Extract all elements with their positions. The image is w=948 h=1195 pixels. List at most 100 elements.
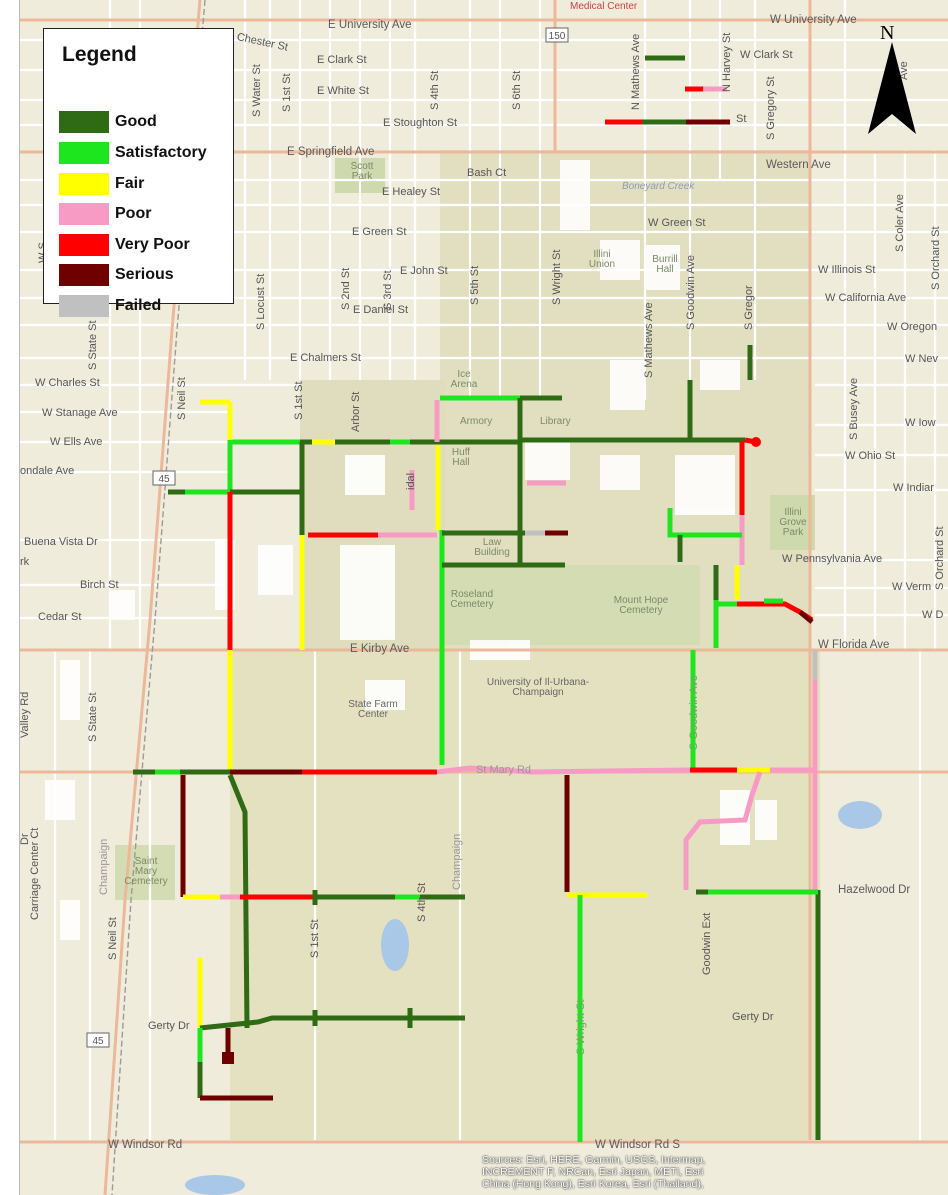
label-illini-grove-park: Illini Grove Park xyxy=(779,507,807,538)
label-library: Library xyxy=(540,416,571,427)
label-s-4th-st-n: S 4th St xyxy=(429,70,441,110)
buildings xyxy=(45,160,777,940)
label-s-water-st: S Water St xyxy=(251,64,263,117)
white-margin xyxy=(0,0,19,1195)
label-w-green-st: W Green St xyxy=(648,217,706,229)
label-w-california-ave: W California Ave xyxy=(825,292,907,304)
label-cedar-st: Cedar St xyxy=(38,611,82,623)
label-birch-st: Birch St xyxy=(80,579,119,591)
label-s-1st-st: S 1st St xyxy=(293,381,305,420)
segment-serious-block[interactable] xyxy=(222,1052,234,1064)
svg-text:150: 150 xyxy=(549,31,566,42)
label-arbor-st: Arbor St xyxy=(350,391,362,432)
label-e-kirby-ave: E Kirby Ave xyxy=(350,643,410,655)
legend-title: Legend xyxy=(62,43,137,66)
attribution-line-2: INCREMENT P, NRCan, Esri Japan, METI, Es… xyxy=(482,1166,704,1178)
segment-good[interactable] xyxy=(199,1015,465,1031)
legend-swatch-poor xyxy=(59,203,109,225)
label-s-goodwin-ave: S Goodwin Ave xyxy=(685,254,697,330)
label-saint-mary-cemetery: Saint Mary Cemetery xyxy=(124,856,168,887)
label-w-ells-ave: W Ells Ave xyxy=(50,436,103,448)
label-s-4th-st-s: S 4th St xyxy=(416,882,428,922)
north-label: N xyxy=(880,22,895,44)
label-s-neil-st: S Neil St xyxy=(176,377,188,420)
map-attribution: Sources: Esri, HERE, Garmin, USGS, Inter… xyxy=(482,1154,705,1190)
label-medical-center: Medical Center xyxy=(570,1,638,12)
legend-swatch-fair xyxy=(59,173,109,195)
legend-swatch-very-poor xyxy=(59,234,109,256)
label-n-harvey-st: N Harvey St xyxy=(721,32,733,92)
legend-item-failed: Failed xyxy=(59,294,161,318)
svg-text:45: 45 xyxy=(158,474,170,485)
label-w-windsor-rd-s: W Windsor Rd S xyxy=(595,1139,680,1151)
label-scott-park: Scott Park xyxy=(350,161,374,182)
label-state-farm-center: State Farm Center xyxy=(348,699,398,720)
label-s-6th-st-n: S 6th St xyxy=(511,70,523,110)
label-s-busey-ave: S Busey Ave xyxy=(848,377,860,440)
label-w-charles-st: W Charles St xyxy=(35,377,100,389)
legend-item-fair: Fair xyxy=(59,172,144,196)
label-buena-vista-dr: Buena Vista Dr xyxy=(24,536,98,548)
label-w-illinois-st: W Illinois St xyxy=(818,264,876,276)
pond-2 xyxy=(838,801,882,829)
label-s-coler-ave: S Coler Ave xyxy=(894,194,906,252)
label-s-mathews-ave: S Mathews Ave xyxy=(643,302,655,378)
label-ice-arena: Ice Arena xyxy=(450,369,478,390)
label-e-stoughton-st: E Stoughton St xyxy=(383,117,457,129)
label-valley-rd: Valley Rd xyxy=(19,691,31,738)
label-s-wright-st-s: S Wright St xyxy=(575,999,587,1055)
label-s-goodwin-ave-s: S Goodwin Ave xyxy=(688,674,700,750)
label-w-d: W D xyxy=(922,609,944,621)
label-mount-hope-cemetery: Mount Hope Cemetery xyxy=(613,595,669,616)
label-champaign: Champaign xyxy=(451,833,463,890)
north-arrow-icon xyxy=(868,42,916,134)
north-arrow: N xyxy=(866,22,918,138)
label-e-clark-st: E Clark St xyxy=(317,54,367,66)
label-idaho-fragment: idal xyxy=(405,472,417,490)
legend-item-satisfactory: Satisfactory xyxy=(59,141,207,165)
label-w-pennsylvania-ave: W Pennsylvania Ave xyxy=(782,553,883,565)
label-w-university-ave: W University Ave xyxy=(770,14,857,26)
segment-good[interactable] xyxy=(227,774,250,1029)
label-st-fragment: St xyxy=(736,113,747,125)
pond-1 xyxy=(381,919,409,971)
legend-label-serious: Serious xyxy=(115,266,174,283)
segment-poor[interactable] xyxy=(683,771,763,890)
label-gerty-dr-w: Gerty Dr xyxy=(148,1020,190,1032)
label-law-building: Law Building xyxy=(474,537,510,558)
legend-swatch-satisfactory xyxy=(59,142,109,164)
label-w-stanage-ave: W Stanage Ave xyxy=(42,407,118,419)
label-s-orchard-st-2: S Orchard St xyxy=(934,526,946,590)
segment-very-poor[interactable] xyxy=(744,437,757,445)
pavement-condition-segments[interactable] xyxy=(133,55,821,1142)
label-rk-fragment: rk xyxy=(20,556,30,568)
label-bash-ct: Bash Ct xyxy=(467,167,507,179)
legend-label-satisfactory: Satisfactory xyxy=(115,144,207,161)
label-s-orchard-st: S Orchard St xyxy=(930,226,942,290)
label-w-indiar: W Indiar xyxy=(893,482,934,494)
svg-text:45: 45 xyxy=(92,1036,104,1047)
label-s-wright-st: S Wright St xyxy=(551,249,563,305)
segment-poor[interactable] xyxy=(436,765,691,775)
illini-grove-area xyxy=(770,495,815,550)
label-w-florida-ave: W Florida Ave xyxy=(818,639,890,651)
label-carriage-center-ct: Carriage Center Ct xyxy=(29,827,41,920)
label-s-locust-st: S Locust St xyxy=(255,273,267,330)
legend-label-very-poor: Very Poor xyxy=(115,236,190,253)
label-illini-union: Illini Union xyxy=(588,249,616,270)
label-burrill-hall: Burrill Hall xyxy=(652,254,678,275)
label-ondale-ave: ondale Ave xyxy=(20,465,75,477)
label-goodwin-ext: Goodwin Ext xyxy=(701,912,713,975)
legend-swatch-serious xyxy=(59,264,109,286)
label-boneyard-creek: Boneyard Creek xyxy=(622,181,695,192)
label-armory: Armory xyxy=(460,416,493,427)
label-w-ohio-st: W Ohio St xyxy=(845,450,896,462)
label-w-windsor-rd: W Windsor Rd xyxy=(108,1139,183,1151)
label-e-chalmers-st: E Chalmers St xyxy=(290,352,361,364)
label-s-1st-st-n: S 1st St xyxy=(281,73,293,112)
segment-satisfactory[interactable] xyxy=(667,508,742,538)
legend-item-good: Good xyxy=(59,110,157,134)
route-shield-45-b: 45 xyxy=(86,1032,110,1048)
segment-serious[interactable] xyxy=(798,610,814,624)
